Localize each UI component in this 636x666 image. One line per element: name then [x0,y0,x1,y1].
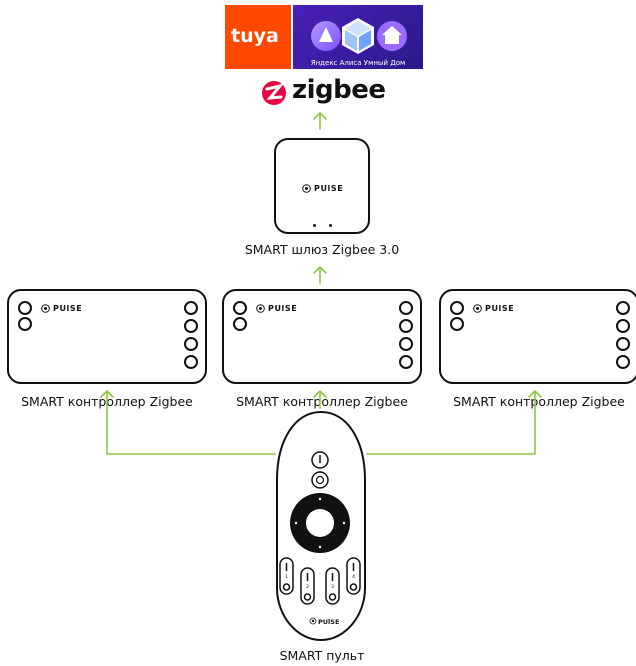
button [616,355,630,369]
button [184,301,198,315]
button [233,317,247,331]
controller-device: PUlSE [7,289,207,384]
button [233,301,247,315]
brand-label: PUlSE [314,184,344,193]
zigbee-wordmark: zigbee [292,75,386,105]
yandex-caption: Яндекс Алиса Умный Дом [310,59,406,67]
pulse-logo-icon [302,184,311,193]
button [399,301,413,315]
button [450,317,464,331]
controller-device: PUlSE [439,289,636,384]
gateway-led [329,224,332,227]
button [616,319,630,333]
tuya-wordmark: tuya [231,25,279,47]
zone-number: 4 [352,574,355,580]
gateway-device: PUlSE [274,138,370,234]
cube-icon [342,18,374,54]
yandex-icons [311,18,407,54]
brand-label: PUlSE [485,304,515,313]
remote-device: 1 2 3 4 PUlSE [276,410,366,642]
zone-number: 3 [331,584,334,590]
zigbee-mark-icon [262,81,286,105]
pulse-logo-icon [256,304,265,313]
zone-buttons [279,557,361,605]
button [18,301,32,315]
power-button [311,451,329,469]
arrow-controllers-to-gateway [313,266,327,284]
pulse-logo-icon [41,304,50,313]
button [399,319,413,333]
brand-label: PUlSE [318,618,339,626]
zone-number: 2 [306,584,309,590]
arrow-gateway-to-zigbee [313,112,327,130]
arrow-remote-to-controller-right [366,390,542,455]
arrow-remote-to-controller-middle [313,390,327,409]
button [450,301,464,315]
button [399,355,413,369]
zone-number: 1 [285,574,288,580]
controller-label: SMART контроллер Zigbee [453,394,625,409]
button [184,319,198,333]
button [184,355,198,369]
off-button [311,471,329,489]
color-wheel [290,493,350,553]
brand-label: PUlSE [268,304,298,313]
pulse-logo-icon [309,617,317,625]
yandex-alice-logo: Яндекс Алиса Умный Дом [293,5,423,69]
tuya-logo: tuya [225,5,291,69]
pulse-logo-icon [473,304,482,313]
brand-label: PUlSE [53,304,83,313]
button [616,337,630,351]
gateway-label: SMART шлюз Zigbee 3.0 [244,242,400,257]
button [184,337,198,351]
button [616,301,630,315]
arrow-remote-to-controller-left [100,390,276,455]
button [18,317,32,331]
controller-device: PUlSE [222,289,422,384]
gateway-led [313,224,316,227]
controller-label: SMART контроллер Zigbee [236,394,408,409]
remote-label: SMART пульт [279,648,365,663]
button [399,337,413,351]
